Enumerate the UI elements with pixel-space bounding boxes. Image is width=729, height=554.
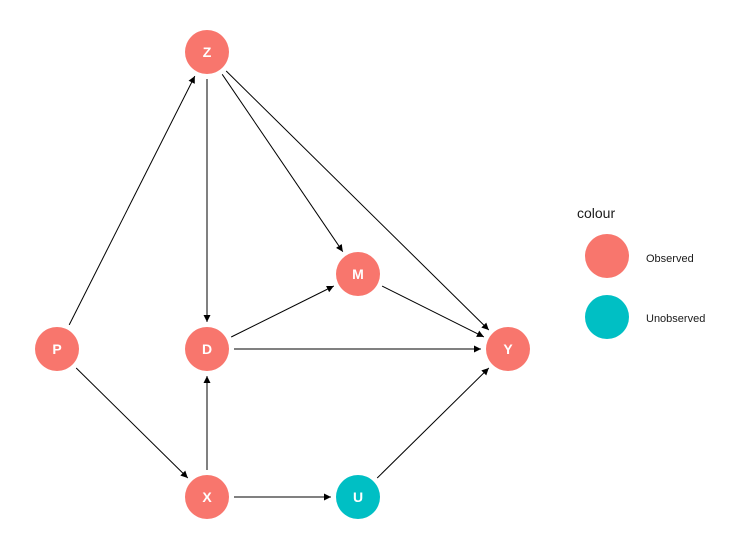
node-circle-m [336,252,380,296]
node-z: Z [185,30,229,74]
legend-title: colour [577,205,615,221]
node-circle-z [185,30,229,74]
node-label-x: X [202,489,212,505]
node-p: P [35,327,79,371]
node-u: U [336,475,380,519]
node-circle-d [185,327,229,371]
edge-u-to-y [376,367,490,479]
nodes-layer: Z P D M Y X U [35,30,530,519]
legend-swatch-observed [585,234,629,278]
edge-p-to-x [75,367,189,479]
edge-z-to-y [225,70,490,331]
node-label-p: P [52,341,61,357]
legend: colour Observed Unobserved [577,205,705,339]
node-y: Y [486,327,530,371]
node-d: D [185,327,229,371]
node-circle-y [486,327,530,371]
edge-z-to-m [221,74,344,252]
edge-p-to-z [68,75,196,326]
legend-swatch-unobserved [585,295,629,339]
node-label-u: U [353,489,363,505]
node-label-d: D [202,341,212,357]
legend-label-unobserved: Unobserved [646,313,705,325]
node-label-m: M [352,266,364,282]
node-circle-x [185,475,229,519]
node-label-y: Y [503,341,513,357]
edge-m-to-y [381,285,485,338]
node-circle-u [336,475,380,519]
node-x: X [185,475,229,519]
edges-layer [68,70,490,501]
node-m: M [336,252,380,296]
legend-label-observed: Observed [646,253,694,265]
node-label-z: Z [203,44,212,60]
edge-d-to-m [230,285,335,338]
node-circle-p [35,327,79,371]
